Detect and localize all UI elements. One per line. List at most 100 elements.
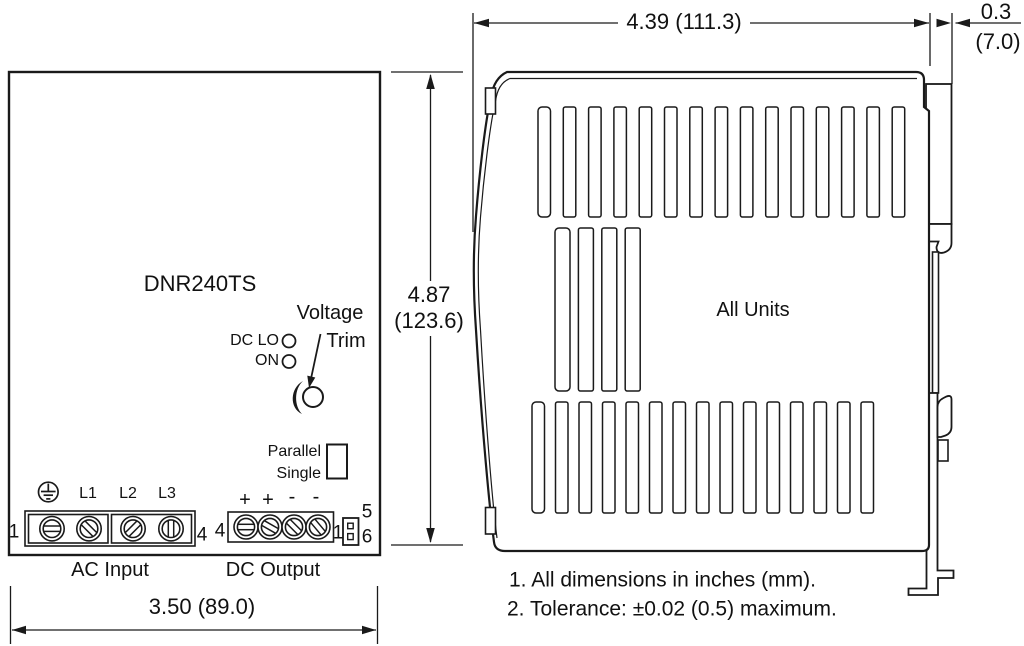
rail-clip-latch bbox=[936, 395, 953, 438]
vent-slot bbox=[790, 106, 805, 218]
ground-icon bbox=[37, 481, 59, 503]
ventilation-slots bbox=[531, 106, 906, 514]
vent-slot bbox=[766, 401, 781, 514]
rail-dimension-inches: 0.3 bbox=[980, 0, 1012, 24]
polarity-plus-1: + bbox=[239, 489, 251, 511]
height-dimension-mm: (123.6) bbox=[393, 308, 465, 333]
vent-slot bbox=[860, 401, 875, 514]
vent-slot bbox=[719, 401, 734, 514]
parallel-label: Parallel bbox=[267, 443, 321, 460]
dc-terminal-block bbox=[227, 511, 335, 543]
note-1: 1. All dimensions in inches (mm). bbox=[509, 568, 816, 592]
vent-slot bbox=[836, 401, 851, 514]
phase-l2-label: L2 bbox=[119, 485, 137, 502]
vent-slot bbox=[695, 401, 710, 514]
vent-slot bbox=[601, 227, 618, 392]
rail-dimension-lines bbox=[936, 18, 1021, 28]
model-label: DNR240TS bbox=[143, 271, 257, 296]
polarity-plus-2: + bbox=[262, 489, 274, 511]
vent-slot bbox=[815, 106, 830, 218]
note-2: 2. Tolerance: ±0.02 (0.5) maximum. bbox=[507, 597, 837, 621]
rail-clip-tab bbox=[937, 439, 949, 462]
phase-l3-label: L3 bbox=[158, 485, 176, 502]
rotation-arc-icon bbox=[292, 381, 303, 414]
vent-slot bbox=[638, 106, 653, 218]
pin-6-label: 6 bbox=[361, 526, 373, 548]
depth-dimension-label: 4.39 (111.3) bbox=[622, 11, 746, 33]
vent-slot bbox=[648, 401, 663, 514]
vent-slot bbox=[554, 227, 571, 392]
voltage-trim-pot bbox=[292, 333, 324, 414]
vent-slot bbox=[742, 401, 757, 514]
trim-leader-line bbox=[309, 333, 322, 382]
height-dimension-inches: 4.87 bbox=[405, 282, 453, 308]
vent-slot bbox=[689, 106, 704, 218]
front-bezel-tab-top bbox=[484, 87, 497, 115]
vent-slot bbox=[663, 106, 678, 218]
vent-slot bbox=[789, 401, 804, 514]
width-dimension-label: 3.50 (89.0) bbox=[148, 594, 256, 619]
vent-slot bbox=[601, 401, 616, 514]
screw-terminal bbox=[158, 515, 185, 542]
polarity-minus-1: - bbox=[288, 486, 296, 508]
vent-slot bbox=[562, 106, 577, 218]
sense-pin-connector bbox=[342, 517, 360, 546]
on-led bbox=[281, 354, 297, 369]
voltage-trim-label-line2: Trim bbox=[326, 330, 366, 352]
vent-slot bbox=[625, 401, 640, 514]
ac-terminal-1-label: 1 bbox=[8, 521, 20, 543]
vent-slot bbox=[554, 401, 569, 514]
pin-5-label: 5 bbox=[361, 501, 373, 523]
dc-screw-terminals bbox=[233, 514, 331, 540]
vent-slot bbox=[840, 106, 855, 218]
rail-dimension-mm: (7.0) bbox=[975, 29, 1021, 54]
height-dimension-lines bbox=[391, 71, 463, 546]
vent-slot bbox=[578, 401, 593, 514]
vent-slot bbox=[891, 106, 906, 218]
rail-slider-bar bbox=[931, 251, 940, 394]
parallel-single-switch bbox=[326, 443, 348, 480]
vent-slot bbox=[577, 227, 595, 392]
screw-terminal bbox=[233, 514, 259, 540]
vent-slot bbox=[813, 401, 828, 514]
depth-dimension-lines bbox=[472, 13, 953, 232]
polarity-minus-2: - bbox=[312, 486, 320, 508]
front-bezel-tab-bottom bbox=[484, 506, 497, 535]
vent-slot bbox=[714, 106, 729, 218]
vent-slot bbox=[613, 106, 628, 218]
screw-terminal bbox=[120, 515, 147, 542]
ac-input-label: AC Input bbox=[71, 559, 149, 581]
vent-slot bbox=[624, 227, 641, 392]
dc-terminal-4-label: 4 bbox=[214, 520, 226, 542]
trim-leader-arrowhead bbox=[307, 375, 316, 388]
ac-terminal-4-label: 4 bbox=[196, 524, 208, 546]
ac-screw-terminals bbox=[38, 515, 185, 542]
vent-slot bbox=[764, 106, 779, 218]
front-view-outline bbox=[7, 70, 382, 557]
screw-terminal bbox=[257, 514, 283, 540]
all-units-label: All Units bbox=[716, 299, 790, 321]
screw-terminal bbox=[76, 515, 103, 542]
screw-terminal bbox=[305, 514, 331, 540]
rail-top-hook bbox=[928, 223, 953, 254]
vent-slot bbox=[587, 106, 602, 218]
ac-terminal-block bbox=[24, 510, 196, 547]
din-rail-bracket bbox=[907, 83, 955, 596]
vent-slot bbox=[672, 401, 687, 514]
vent-slot bbox=[537, 106, 552, 218]
dc-lo-label: DC LO bbox=[230, 332, 279, 349]
side-view-outline bbox=[472, 70, 931, 553]
vent-slot bbox=[866, 106, 881, 218]
dc-terminal-1-label: 1 bbox=[332, 522, 344, 544]
indicator-leds bbox=[281, 333, 297, 369]
on-label: ON bbox=[255, 352, 279, 369]
screw-terminal bbox=[38, 515, 65, 542]
voltage-trim-label-line1: Voltage bbox=[296, 302, 364, 324]
vent-slot bbox=[531, 401, 546, 514]
single-label: Single bbox=[276, 464, 321, 482]
screw-terminal bbox=[281, 514, 307, 540]
dc-output-label: DC Output bbox=[225, 559, 321, 581]
rail-clip bbox=[907, 392, 955, 596]
